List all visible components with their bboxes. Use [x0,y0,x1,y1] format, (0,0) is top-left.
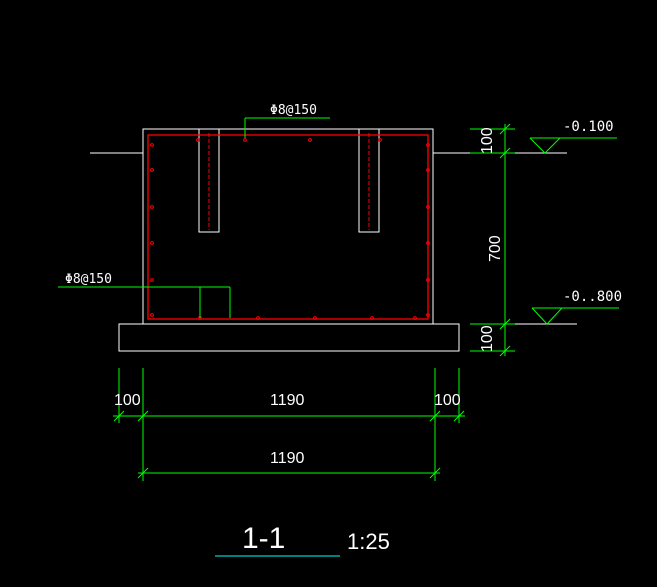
rebar-left-label: Φ8@150 [65,272,112,287]
elevation-marker-top [505,137,617,154]
vertical-dimension [470,123,515,357]
rebar-dots [150,138,430,320]
horizontal-dimension-1 [113,368,465,423]
rebar-top-label: Φ8@150 [270,103,317,118]
dim-vertical-top: 100 [479,127,496,154]
elevation-bottom-label: -0..800 [563,289,622,305]
dim-horizontal-middle: 1190 [270,392,305,409]
dim-horizontal-overall: 1190 [270,450,305,467]
rebar-outline [147,134,429,320]
dim-horizontal-left: 100 [114,392,141,409]
dim-vertical-bottom: 100 [479,325,496,352]
dim-vertical-middle: 700 [487,235,504,262]
section-scale: 1:25 [347,529,390,554]
pit-outline [142,128,434,325]
elevation-top-label: -0.100 [563,119,614,135]
section-title: 1-1 [242,522,285,555]
horizontal-dimension-2 [137,423,441,481]
post-right [358,128,380,233]
dim-horizontal-right: 100 [434,392,461,409]
post-left [198,128,220,233]
base-slab [118,323,460,352]
elevation-marker-bottom [505,307,619,325]
